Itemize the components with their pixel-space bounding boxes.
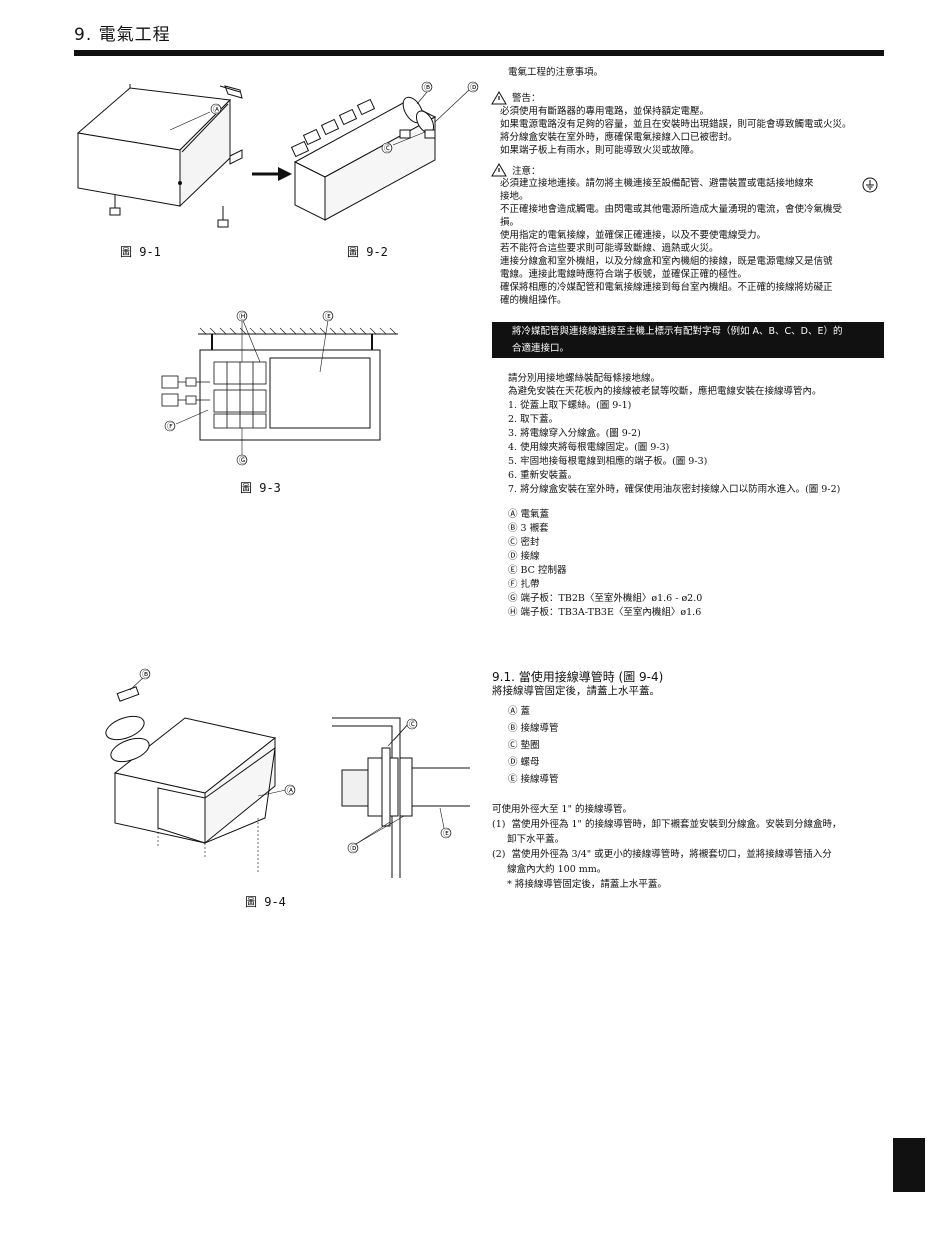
figure-9-2-caption: 圖 9-2 bbox=[347, 245, 388, 259]
figure-9-1: Ⓐ bbox=[76, 84, 243, 228]
caution-line: 確保將相應的冷媒配管和電氣接線連接到每台室內機組。不正確的接線將妨礙正 bbox=[500, 282, 833, 293]
caution-list: 必須建立接地連接。請勿將主機連接至設備配管、避雷裝置或電話接地線來 接地。 不正… bbox=[500, 177, 842, 307]
callout-f: Ⓕ bbox=[167, 422, 175, 431]
figure-9-1-caption: 圖 9-1 bbox=[120, 245, 161, 259]
warning-list: 必須使用有斷路器的專用電路，並保持額定電壓。 如果電源電路沒有足夠的容量，並且在… bbox=[500, 105, 852, 157]
caution-line: 使用指定的電氣接線，並確保正確連接，以及不要使電線受力。 bbox=[500, 230, 767, 241]
legend-item: Ⓐ 電氣蓋 bbox=[508, 509, 550, 520]
legend-item: Ⓓ 接線 bbox=[508, 551, 540, 562]
step-item: 1. 從蓋上取下螺絲。(圖 9-1) bbox=[508, 400, 632, 411]
step-item: 2. 取下蓋。 bbox=[508, 414, 559, 425]
legend-item: Ⓑ 3 襯套 bbox=[508, 523, 549, 534]
caution-line: 接地。 bbox=[500, 191, 529, 202]
caution-line: 連接分線盒和室外機組，以及分線盒和室內機組的接線，既是電源電線又是信號 bbox=[500, 256, 833, 267]
body-line: 可使用外徑大至 1" 的接線導管。 bbox=[492, 804, 632, 815]
figure-9-2: Ⓑ Ⓓ Ⓒ bbox=[290, 81, 479, 221]
legend-item: Ⓗ 端子板：TB3A-TB3E〈至室內機組〉ø1.6 bbox=[508, 607, 702, 618]
callout-g: Ⓖ bbox=[239, 456, 247, 465]
callout-d: Ⓓ bbox=[470, 83, 478, 92]
caution-line: 損。 bbox=[500, 217, 520, 228]
body-line: 線盒內大約 100 mm。 bbox=[492, 864, 607, 875]
callout-b-2: Ⓑ bbox=[142, 670, 150, 679]
legend-item: Ⓖ 端子板：TB2B〈至室外機組〉ø1.6 - ø2.0 bbox=[508, 593, 703, 604]
body-line: 卸下水平蓋。 bbox=[492, 834, 565, 845]
warning-icon bbox=[491, 91, 507, 105]
page-tab-marker bbox=[893, 1138, 925, 1192]
figure-9-3: Ⓗ Ⓔ Ⓕ Ⓖ bbox=[161, 310, 398, 466]
subsection-legend: Ⓐ 蓋 Ⓑ 接線導管 Ⓒ 墊圈 Ⓓ 螺母 Ⓔ 接線導管 bbox=[508, 703, 559, 788]
callout-c-2: Ⓒ bbox=[409, 720, 417, 729]
caution-line: 若不能符合這些要求則可能導致斷線、過熱或火災。 bbox=[500, 243, 719, 254]
legend-item: Ⓔ 接線導管 bbox=[508, 774, 559, 785]
warning-line: 將分線盒安裝在室外時，應確保電氣接線入口已被密封。 bbox=[500, 132, 738, 143]
callout-a-2: Ⓐ bbox=[287, 786, 295, 795]
subsection-subtitle: 將接線導管固定後，請蓋上水平蓋。 bbox=[492, 685, 660, 697]
callout-c: Ⓒ bbox=[384, 144, 392, 153]
warning-line: 必須使用有斷路器的專用電路，並保持額定電壓。 bbox=[500, 106, 710, 117]
body-line: * 將接線導管固定後，請蓋上水平蓋。 bbox=[492, 879, 667, 890]
ground-icon bbox=[862, 177, 878, 193]
steps-intro-line: 為避免安裝在天花板內的接線被老鼠等咬斷，應把電線安裝在接線導管內。 bbox=[508, 386, 822, 397]
subsection-title: 9.1. 當使用接線導管時 (圖 9-4) bbox=[492, 670, 664, 684]
intro-text: 電氣工程的注意事項。 bbox=[508, 67, 604, 78]
legend-list: Ⓐ 電氣蓋 Ⓑ 3 襯套 Ⓒ 密封 Ⓓ 接線 Ⓔ BC 控制器 Ⓕ 扎帶 Ⓖ 端… bbox=[508, 508, 702, 620]
subsection-body: 可使用外徑大至 1" 的接線導管。 (1) 當使用外徑為 1" 的接線導管時，卸… bbox=[492, 802, 841, 892]
section-title: 9. 電氣工程 bbox=[74, 25, 171, 45]
notice-line: 合適連接口。 bbox=[512, 343, 570, 354]
legend-item: Ⓒ 密封 bbox=[508, 537, 540, 548]
step-item: 5. 牢固地接每根電線到相應的端子板。(圖 9-3) bbox=[508, 456, 708, 467]
caution-line: 電線。連接此電線時應符合端子板號，並確保正確的極性。 bbox=[500, 269, 748, 280]
legend-item: Ⓑ 接線導管 bbox=[508, 723, 559, 734]
caution-line: 不正確接地會造成觸電。由閃電或其他電源所造成大量湧現的電流，會使冷氣機受 bbox=[500, 204, 843, 215]
body-line: (1) 當使用外徑為 1" 的接線導管時，卸下襯套並安裝到分線盒。安裝到分線盒時… bbox=[492, 819, 842, 830]
callout-e: Ⓔ bbox=[325, 312, 333, 321]
warning-line: 如果端子板上有雨水，則可能導致火災或故障。 bbox=[500, 145, 700, 156]
callout-h: Ⓗ bbox=[239, 312, 247, 321]
legend-item: Ⓐ 蓋 bbox=[508, 706, 531, 717]
caution-line: 必須建立接地連接。請勿將主機連接至設備配管、避雷裝置或電話接地線來 bbox=[500, 178, 814, 189]
legend-item: Ⓔ BC 控制器 bbox=[508, 565, 567, 576]
legend-item: Ⓒ 墊圈 bbox=[508, 740, 540, 751]
caution-icon bbox=[491, 163, 507, 177]
callout-a: Ⓐ bbox=[213, 105, 221, 114]
step-item: 4. 使用線夾將每根電線固定。(圖 9-3) bbox=[508, 442, 670, 453]
figure-9-3-caption: 圖 9-3 bbox=[240, 481, 281, 495]
step-item: 6. 重新安裝蓋。 bbox=[508, 470, 578, 481]
step-item: 3. 將電線穿入分線盒。(圖 9-2) bbox=[508, 428, 641, 439]
callout-b: Ⓑ bbox=[424, 83, 432, 92]
figure-9-4-caption: 圖 9-4 bbox=[245, 895, 286, 909]
warning-title: 警告： bbox=[512, 93, 541, 104]
caution-line: 確的機組操作。 bbox=[500, 295, 567, 306]
legend-item: Ⓓ 螺母 bbox=[508, 757, 540, 768]
arrow-icon bbox=[252, 167, 292, 181]
notice-line: 將冷媒配管與連接線連接至主機上標示有配對字母（例如 A、B、C、D、E）的 bbox=[512, 326, 843, 337]
callout-d-2: Ⓓ bbox=[350, 844, 358, 853]
steps-intro: 請分別用接地螺絲裝配每條接地線。 為避免安裝在天花板內的接線被老鼠等咬斷，應把電… bbox=[508, 372, 822, 398]
steps-intro-line: 請分別用接地螺絲裝配每條接地線。 bbox=[508, 373, 661, 384]
callout-e-2: Ⓔ bbox=[443, 829, 451, 838]
legend-item: Ⓕ 扎帶 bbox=[508, 579, 540, 590]
notice-box: 將冷媒配管與連接線連接至主機上標示有配對字母（例如 A、B、C、D、E）的 合適… bbox=[492, 322, 884, 358]
figure-9-4-detail: Ⓒ Ⓓ Ⓔ bbox=[332, 717, 470, 878]
figure-9-4-box: Ⓑ Ⓐ bbox=[105, 668, 296, 873]
steps-list: 1. 從蓋上取下螺絲。(圖 9-1) 2. 取下蓋。 3. 將電線穿入分線盒。(… bbox=[508, 399, 840, 497]
warning-line: 如果電源電路沒有足夠的容量，並且在安裝時出現錯誤，則可能會導致觸電或火災。 bbox=[500, 119, 852, 130]
caution-title: 注意： bbox=[512, 166, 541, 177]
header-rule bbox=[74, 50, 884, 56]
step-item: 7. 將分線盒安裝在室外時，確保使用油灰密封接線入口以防雨水進入。(圖 9-2) bbox=[508, 484, 841, 495]
body-line: (2) 當使用外徑為 3/4" 或更小的接線導管時，將襯套切口，並將接線導管插入… bbox=[492, 849, 832, 860]
